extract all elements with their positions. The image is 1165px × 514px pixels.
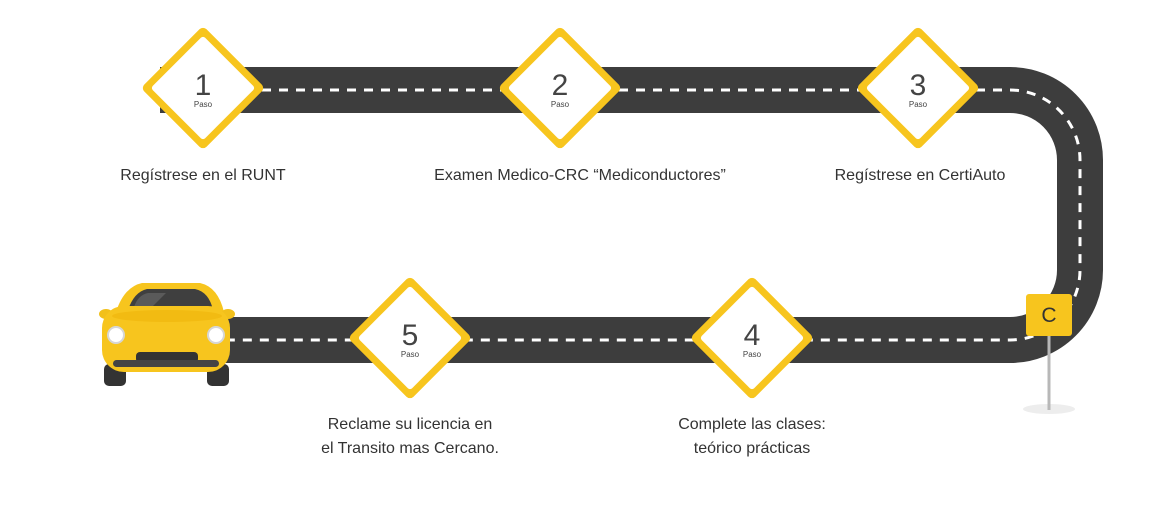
step-3-number: 3 <box>910 69 927 102</box>
step-5-caption-line2: el Transito mas Cercano. <box>321 440 499 457</box>
step-5-caption: Reclame su licencia en el Transito mas C… <box>278 413 542 461</box>
step-5-marker: 5 Paso <box>349 277 471 399</box>
step-4-caption: Complete las clases: teórico prácticas <box>620 413 884 461</box>
road <box>160 67 1103 363</box>
step-1-caption-text: Regístrese en el RUNT <box>120 167 286 184</box>
step-4-marker: 4 Paso <box>691 277 813 399</box>
step-2-marker: 2 Paso <box>499 27 621 149</box>
step-2-caption-text: Examen Medico-CRC “Mediconductores” <box>434 167 726 184</box>
step-1-number: 1 <box>195 69 212 102</box>
step-4-caption-line1: Complete las clases: <box>678 416 826 433</box>
step-3-sublabel: Paso <box>909 100 928 109</box>
step-3-caption: Regístrese en CertiAuto <box>770 164 1070 188</box>
step-2-sublabel: Paso <box>551 100 570 109</box>
step-3-marker: 3 Paso <box>857 27 979 149</box>
step-4-sublabel: Paso <box>743 350 762 359</box>
step-5-caption-line1: Reclame su licencia en <box>327 416 493 433</box>
step-2-caption: Examen Medico-CRC “Mediconductores” <box>380 164 780 188</box>
step-1-caption: Regístrese en el RUNT <box>53 164 353 188</box>
step-3-caption-text: Regístrese en CertiAuto <box>834 167 1006 184</box>
car-icon <box>99 283 235 386</box>
sign-letter: C <box>1041 304 1056 327</box>
road-sign-icon: C <box>1023 294 1075 414</box>
step-1-marker: 1 Paso <box>142 27 264 149</box>
step-5-number: 5 <box>402 319 419 352</box>
step-4-caption-line2: teórico prácticas <box>693 440 811 457</box>
step-1-sublabel: Paso <box>194 100 213 109</box>
step-2-number: 2 <box>552 69 569 102</box>
step-4-number: 4 <box>744 319 761 352</box>
step-5-sublabel: Paso <box>401 350 420 359</box>
